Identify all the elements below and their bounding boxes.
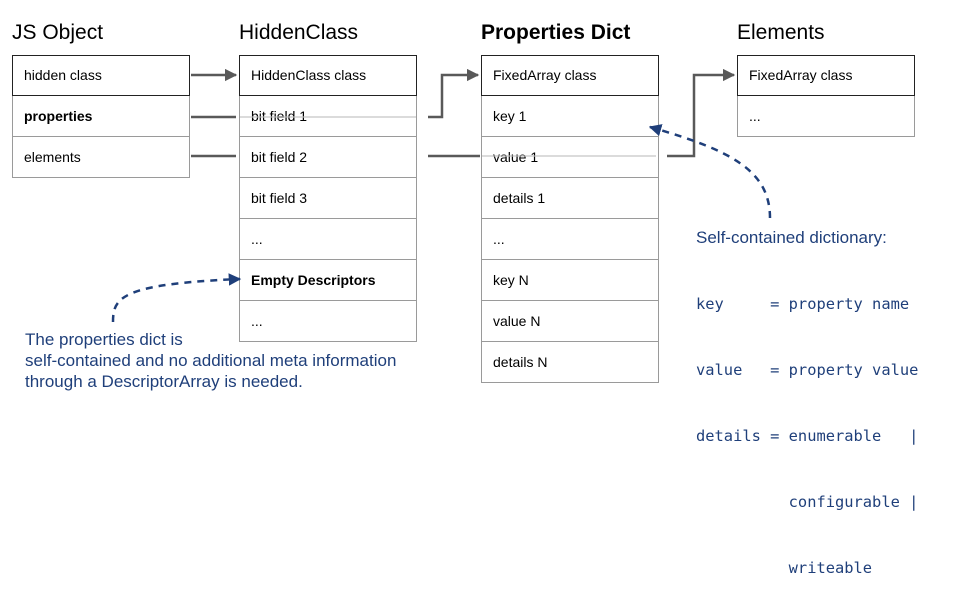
details-n-cell: details N xyxy=(481,342,659,383)
note-line-1: The properties dict is xyxy=(25,330,183,349)
dictionary-note-lines: key = property name value = property val… xyxy=(696,249,918,601)
properties-pointer-arrow xyxy=(428,68,480,119)
dictionary-annotation-arrow xyxy=(648,124,772,219)
properties-dict-ellipsis-cell: ... xyxy=(481,219,659,260)
note-line-3: through a DescriptorArray is needed. xyxy=(25,372,303,391)
bit-field-2-cell: bit field 2 xyxy=(239,137,417,178)
properties-dict-box: FixedArray class key 1 value 1 details 1… xyxy=(481,55,659,383)
dictionary-details-line: details = enumerable | xyxy=(696,427,919,445)
properties-dict-title: Properties Dict xyxy=(481,21,631,44)
details-1-cell: details 1 xyxy=(481,178,659,219)
elements-box: FixedArray class ... xyxy=(737,55,915,137)
elements-title: Elements xyxy=(737,21,825,44)
connector-layer xyxy=(111,68,772,323)
hidden-class-ellipsis-cell: ... xyxy=(239,219,417,260)
key-n-cell: key N xyxy=(481,260,659,301)
js-object-hidden-class-cell: hidden class xyxy=(12,55,190,96)
js-object-elements-cell: elements xyxy=(12,137,190,178)
key-1-cell: key 1 xyxy=(481,96,659,137)
dictionary-configurable-line: configurable | xyxy=(696,493,919,511)
dictionary-writeable-line: writeable xyxy=(696,559,873,577)
dictionary-value-line: value = property value xyxy=(696,361,919,379)
hidden-class-ellipsis-cell-2: ... xyxy=(239,301,417,342)
dictionary-key-line: key = property name xyxy=(696,295,910,313)
properties-dict-note: The properties dict is self-contained an… xyxy=(25,329,396,392)
bit-field-3-cell: bit field 3 xyxy=(239,178,417,219)
hidden-class-title: HiddenClass xyxy=(239,21,359,44)
elements-ellipsis-cell: ... xyxy=(737,96,915,137)
empty-descriptors-annotation-arrow xyxy=(111,273,242,323)
js-object-title: JS Object xyxy=(12,21,104,44)
dictionary-note-heading: Self-contained dictionary: xyxy=(696,228,887,247)
hidden-class-header-cell: HiddenClass class xyxy=(239,55,417,96)
empty-descriptors-cell: Empty Descriptors xyxy=(239,260,417,301)
note-line-2: self-contained and no additional meta in… xyxy=(25,351,397,370)
js-object-properties-cell: properties xyxy=(12,96,190,137)
elements-pointer-arrow xyxy=(667,68,736,158)
js-object-box: hidden class properties elements xyxy=(12,55,190,178)
elements-header-cell: FixedArray class xyxy=(737,55,915,96)
properties-dict-header-cell: FixedArray class xyxy=(481,55,659,96)
value-n-cell: value N xyxy=(481,301,659,342)
